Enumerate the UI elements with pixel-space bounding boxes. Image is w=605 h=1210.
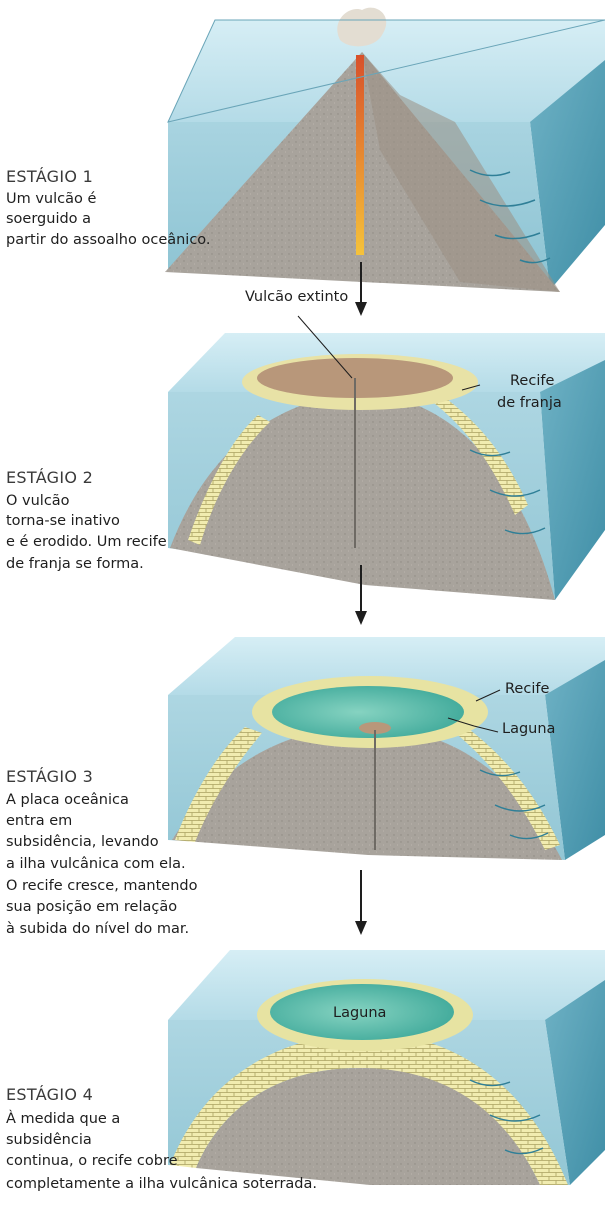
label-fringing-reef-line-1: Recife xyxy=(510,372,554,391)
stage-2-text-line-2: torna-se inativo xyxy=(6,512,120,531)
stage-2-text-line-1: O vulcão xyxy=(6,492,70,511)
stage-4-text-line-4: completamente a ilha vulcânica soterrada… xyxy=(6,1175,317,1194)
stage-1-text-line-1: Um vulcão é xyxy=(6,190,96,209)
stage-3-text-line-7: à subida do nível do mar. xyxy=(6,920,189,939)
stage-3-block xyxy=(168,637,605,860)
stage-4-text-line-1: À medida que a xyxy=(6,1110,120,1129)
magma-conduit xyxy=(356,55,364,255)
stage-3-text-line-6: sua posição em relação xyxy=(6,898,177,917)
label-fringing-reef-line-2: de franja xyxy=(497,394,562,413)
stage-3-text-line-5: O recife cresce, mantendo xyxy=(6,877,198,896)
label-lagoon-stage-3: Laguna xyxy=(502,720,555,739)
stage-3-text-line-1: A placa oceânica xyxy=(6,791,129,810)
stage-4-text-line-3: continua, o recife cobre xyxy=(6,1152,178,1171)
stage-3-title: ESTÁGIO 3 xyxy=(6,767,93,787)
stage-2-text-line-3: e é erodido. Um recife xyxy=(6,533,167,552)
stage-4-block xyxy=(168,950,605,1185)
stage-3-text-line-3: subsidência, levando xyxy=(6,833,159,852)
stage-3-text-line-4: a ilha vulcânica com ela. xyxy=(6,855,186,874)
stage-1-text-line-2: soerguido a xyxy=(6,210,91,229)
stage-3-text-line-2: entra em xyxy=(6,812,72,831)
label-reef: Recife xyxy=(505,680,549,699)
stage-4-title: ESTÁGIO 4 xyxy=(6,1085,93,1105)
stage-2-text-line-4: de franja se forma. xyxy=(6,555,144,574)
stage-1-block xyxy=(165,8,605,292)
stage-4-text-line-2: subsidência xyxy=(6,1131,92,1150)
label-extinct-volcano: Vulcão extinto xyxy=(245,288,348,307)
stage-1-text-line-3: partir do assoalho oceânico. xyxy=(6,231,211,250)
stage-2-block xyxy=(168,316,605,600)
stage-2-title: ESTÁGIO 2 xyxy=(6,468,93,488)
arrow-stage-3-to-4 xyxy=(355,870,367,935)
label-lagoon-stage-4: Laguna xyxy=(333,1004,386,1023)
stage-1-title: ESTÁGIO 1 xyxy=(6,167,93,187)
